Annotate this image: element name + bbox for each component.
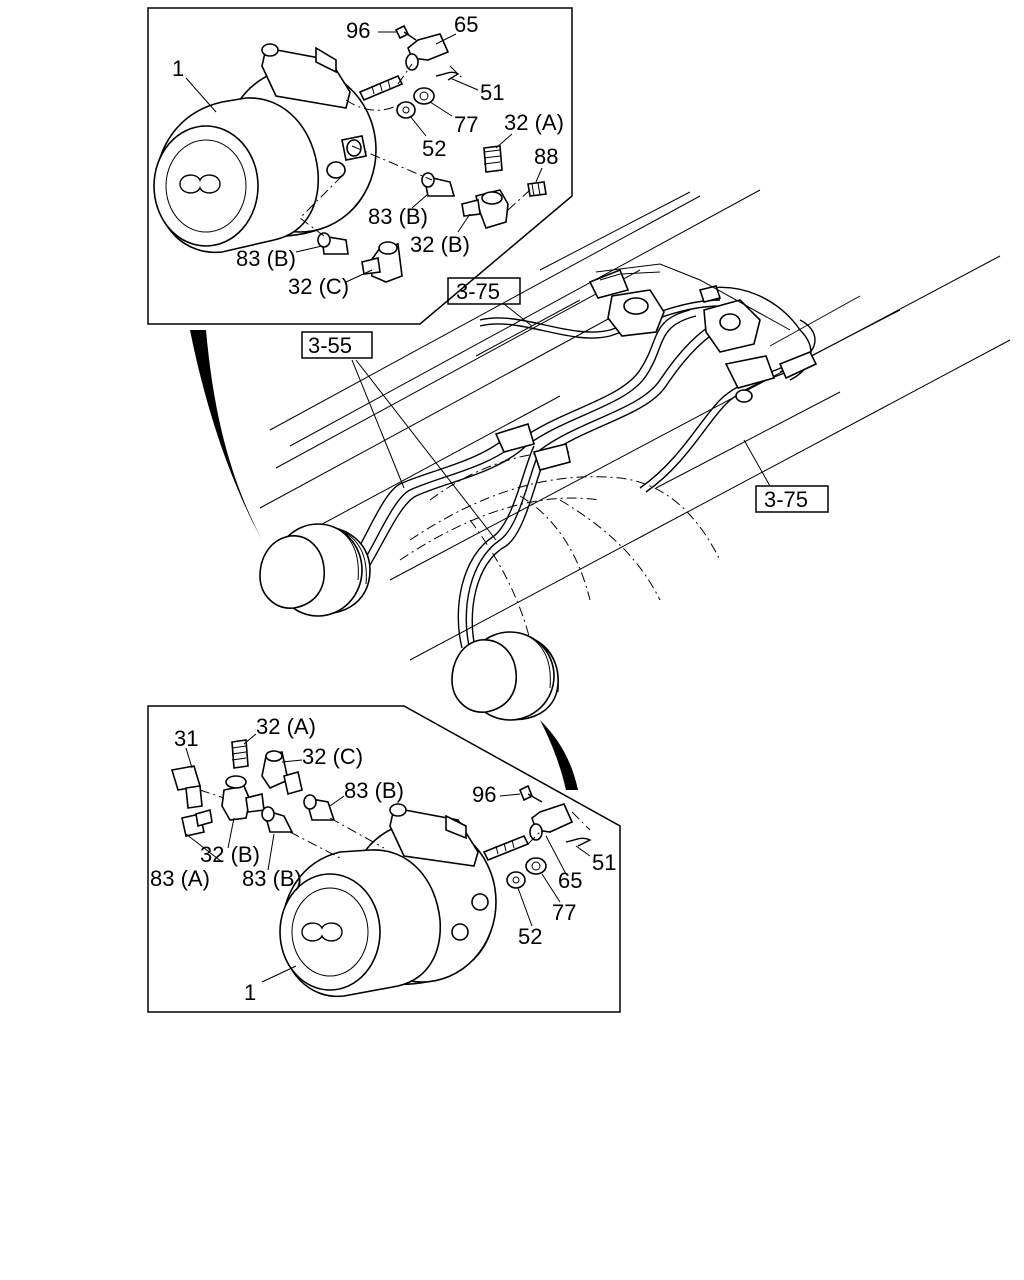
- reference-3-75-right: 3-75: [743, 439, 829, 513]
- bottom-brake-chamber: [279, 803, 530, 998]
- bottom-assembly-lines: [199, 789, 591, 859]
- top-label-1: 1: [172, 56, 184, 81]
- bottom-label-96: 96: [472, 782, 496, 807]
- top-label-65: 65: [454, 12, 478, 37]
- top-label-77: 77: [454, 112, 478, 137]
- ref-label-3-75-top: 3-75: [456, 279, 500, 304]
- right-brake-chamber: [451, 631, 559, 721]
- top-label-32c: 32 (C): [288, 274, 349, 299]
- bottom-label-65: 65: [558, 868, 582, 893]
- top-small-parts: [317, 24, 547, 283]
- bottom-label-83a: 83 (A): [150, 866, 210, 891]
- reference-3-75-top: 3-75: [447, 277, 533, 327]
- bottom-leader-lines: [185, 733, 591, 983]
- top-detail-inset: 1 96 65 51 77 52 32 (A) 88 83 (B) 32 (B)…: [147, 7, 573, 325]
- chassis-overview: 3-75 3-55 3-75: [259, 189, 1011, 721]
- top-brake-chamber: [153, 43, 404, 254]
- top-leader-lines: [185, 31, 543, 283]
- top-label-51: 51: [480, 80, 504, 105]
- bottom-label-31: 31: [174, 726, 198, 751]
- top-labels: 1 96 65 51 77 52 32 (A) 88 83 (B) 32 (B)…: [172, 12, 564, 299]
- ref-label-3-75-right: 3-75: [764, 487, 808, 512]
- frame-valves: [494, 263, 818, 471]
- bottom-callout-arrow: [540, 720, 578, 790]
- top-label-88: 88: [534, 144, 558, 169]
- reference-3-55: 3-55: [301, 331, 497, 541]
- bottom-label-51: 51: [592, 850, 616, 875]
- bottom-label-83b-2: 83 (B): [242, 866, 302, 891]
- ref-label-3-55: 3-55: [308, 333, 352, 358]
- bottom-labels: 31 32 (A) 32 (C) 83 (B) 96 32 (B) 83 (A)…: [150, 714, 616, 1005]
- axle-housing: [399, 451, 721, 641]
- bottom-label-1: 1: [244, 980, 256, 1005]
- top-label-83b-2: 83 (B): [236, 246, 296, 271]
- bottom-label-52: 52: [518, 924, 542, 949]
- top-label-96: 96: [346, 18, 370, 43]
- frame-rails: [259, 189, 1011, 661]
- bottom-label-83b-1: 83 (B): [344, 778, 404, 803]
- bottom-label-32b: 32 (B): [200, 842, 260, 867]
- bottom-label-32a: 32 (A): [256, 714, 316, 739]
- left-brake-chamber: [259, 523, 371, 617]
- top-label-32a: 32 (A): [504, 110, 564, 135]
- top-label-32b: 32 (B): [410, 232, 470, 257]
- top-label-52: 52: [422, 136, 446, 161]
- bottom-label-77: 77: [552, 900, 576, 925]
- top-inset-frame: [147, 7, 573, 325]
- top-callout-arrow: [190, 330, 262, 540]
- bottom-detail-inset: 31 32 (A) 32 (C) 83 (B) 96 32 (B) 83 (A)…: [147, 705, 621, 1013]
- top-assembly-lines: [299, 63, 531, 237]
- bottom-small-parts: [170, 739, 592, 889]
- bottom-inset-frame: [147, 705, 621, 1013]
- top-label-83b-1: 83 (B): [368, 204, 428, 229]
- bottom-label-32c: 32 (C): [302, 744, 363, 769]
